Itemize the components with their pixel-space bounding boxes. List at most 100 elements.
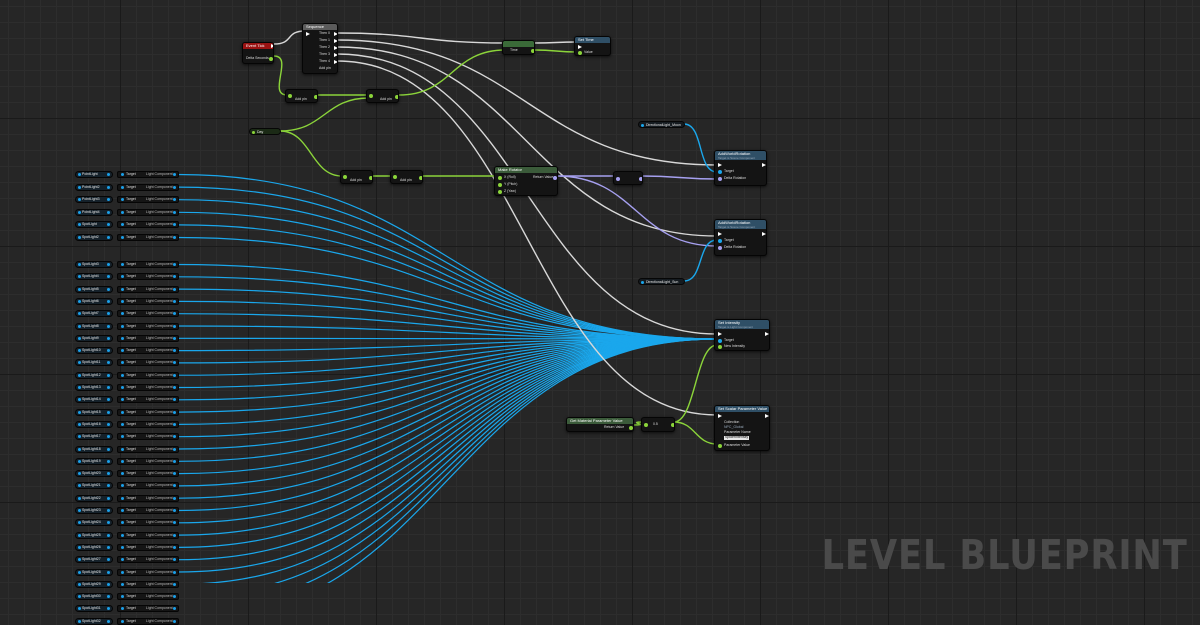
- variable-out-pin[interactable]: [107, 459, 110, 463]
- light-variable[interactable]: SpotLight17: [75, 433, 113, 441]
- light-variable[interactable]: SpotLight26: [75, 543, 113, 551]
- multiply-node[interactable]: Add pin: [340, 170, 373, 184]
- rotator-out-pin[interactable]: [639, 177, 642, 181]
- add-world-rotation-node[interactable]: AddWorldRotation Target is Scene Compone…: [714, 150, 767, 186]
- target-pin[interactable]: [121, 263, 124, 266]
- float-out-pin[interactable]: [314, 95, 317, 99]
- exec-out-pin[interactable]: [762, 232, 766, 236]
- component-out-pin[interactable]: [173, 558, 176, 562]
- variable-out-pin[interactable]: [107, 570, 110, 574]
- target-pin[interactable]: [121, 336, 124, 340]
- light-variable[interactable]: SpotLight21: [75, 482, 113, 490]
- get-parameter-node[interactable]: Get Material Parameter Value Return Valu…: [566, 417, 634, 432]
- light-variable[interactable]: SpotLight14: [75, 396, 113, 404]
- light-variable[interactable]: SpotLight12: [75, 371, 113, 379]
- light-variable[interactable]: SpotLight10: [75, 347, 113, 355]
- float-in-pin[interactable]: [288, 94, 292, 98]
- variable-out-pin[interactable]: [107, 496, 110, 500]
- rotator-in-pin[interactable]: [616, 177, 620, 181]
- target-pin[interactable]: [121, 422, 124, 426]
- float-out-pin[interactable]: [395, 95, 398, 99]
- light-variable[interactable]: SpotLight28: [75, 568, 113, 576]
- component-out-pin[interactable]: [173, 287, 176, 291]
- light-variable[interactable]: PointLight3: [75, 196, 113, 204]
- light-variable[interactable]: SpotLight18: [75, 445, 113, 453]
- exec-out-pin[interactable]: [334, 53, 337, 57]
- target-pin[interactable]: [718, 239, 722, 243]
- exec-out-pin[interactable]: [334, 39, 337, 43]
- light-variable[interactable]: SpotLight8: [75, 322, 113, 330]
- light-variable[interactable]: PointLight: [75, 171, 113, 178]
- target-pin[interactable]: [121, 361, 124, 365]
- target-pin[interactable]: [121, 595, 124, 599]
- set-time-node[interactable]: Set Time Value: [574, 36, 611, 56]
- variable-out-pin[interactable]: [107, 472, 110, 476]
- target-pin[interactable]: [718, 170, 722, 174]
- variable-out-pin[interactable]: [107, 312, 110, 316]
- light-variable[interactable]: SpotLight31: [75, 605, 113, 613]
- add-pin-button[interactable]: Add pin: [400, 178, 412, 182]
- exec-out-pin[interactable]: [271, 44, 273, 48]
- target-pin[interactable]: [121, 447, 124, 451]
- variable-out-pin[interactable]: [107, 223, 110, 227]
- component-out-pin[interactable]: [173, 299, 176, 303]
- light-variable[interactable]: PointLight4: [75, 208, 113, 216]
- light-variable[interactable]: SpotLight7: [75, 310, 113, 318]
- target-pin[interactable]: [121, 496, 124, 500]
- component-out-pin[interactable]: [173, 545, 176, 549]
- variable-out-pin[interactable]: [107, 398, 110, 402]
- light-variable[interactable]: SpotLight15: [75, 408, 113, 416]
- component-out-pin[interactable]: [173, 595, 176, 599]
- exec-in-pin[interactable]: [578, 45, 582, 49]
- light-variable[interactable]: SpotLight24: [75, 519, 113, 527]
- target-pin[interactable]: [121, 410, 124, 414]
- variable-out-pin[interactable]: [107, 619, 110, 623]
- component-out-pin[interactable]: [173, 570, 176, 574]
- variable-out-pin[interactable]: [107, 386, 110, 389]
- light-variable[interactable]: SpotLight32: [75, 617, 113, 625]
- variable-out-pin[interactable]: [107, 349, 110, 353]
- rotator-out-pin[interactable]: [553, 176, 557, 180]
- light-variable[interactable]: SpotLight11: [75, 359, 113, 367]
- float-in-pin[interactable]: [644, 423, 648, 427]
- variable-out-pin[interactable]: [107, 545, 110, 549]
- sequence-node[interactable]: Sequence Then 0 Then 1 Then 2 Then 3 The…: [302, 23, 338, 74]
- target-pin[interactable]: [121, 312, 124, 316]
- target-pin[interactable]: [121, 236, 124, 239]
- variable-out-pin[interactable]: [107, 236, 110, 239]
- target-pin[interactable]: [121, 484, 124, 488]
- time-out-pin[interactable]: [531, 49, 534, 53]
- variable-out-pin[interactable]: [107, 484, 110, 488]
- add-pin-button[interactable]: Add pin: [319, 66, 331, 70]
- variable-out-pin[interactable]: [107, 185, 110, 189]
- roll-pin[interactable]: [498, 176, 502, 180]
- component-out-pin[interactable]: [173, 336, 176, 340]
- add-pin-button[interactable]: Add pin: [295, 97, 307, 101]
- variable-out-pin[interactable]: [107, 373, 110, 377]
- make-rotator-node[interactable]: Make Rotator X (Roll) Y (Pitch) Z (Yaw) …: [494, 166, 558, 196]
- light-variable[interactable]: SpotLight22: [75, 494, 113, 502]
- variable-out-pin[interactable]: [107, 447, 110, 451]
- clamp-node[interactable]: 0.5: [641, 417, 675, 432]
- float-out-pin[interactable]: [671, 423, 674, 427]
- parameter-value-pin[interactable]: [718, 444, 722, 448]
- variable-out-pin[interactable]: [107, 324, 110, 328]
- exec-out-pin[interactable]: [334, 46, 337, 50]
